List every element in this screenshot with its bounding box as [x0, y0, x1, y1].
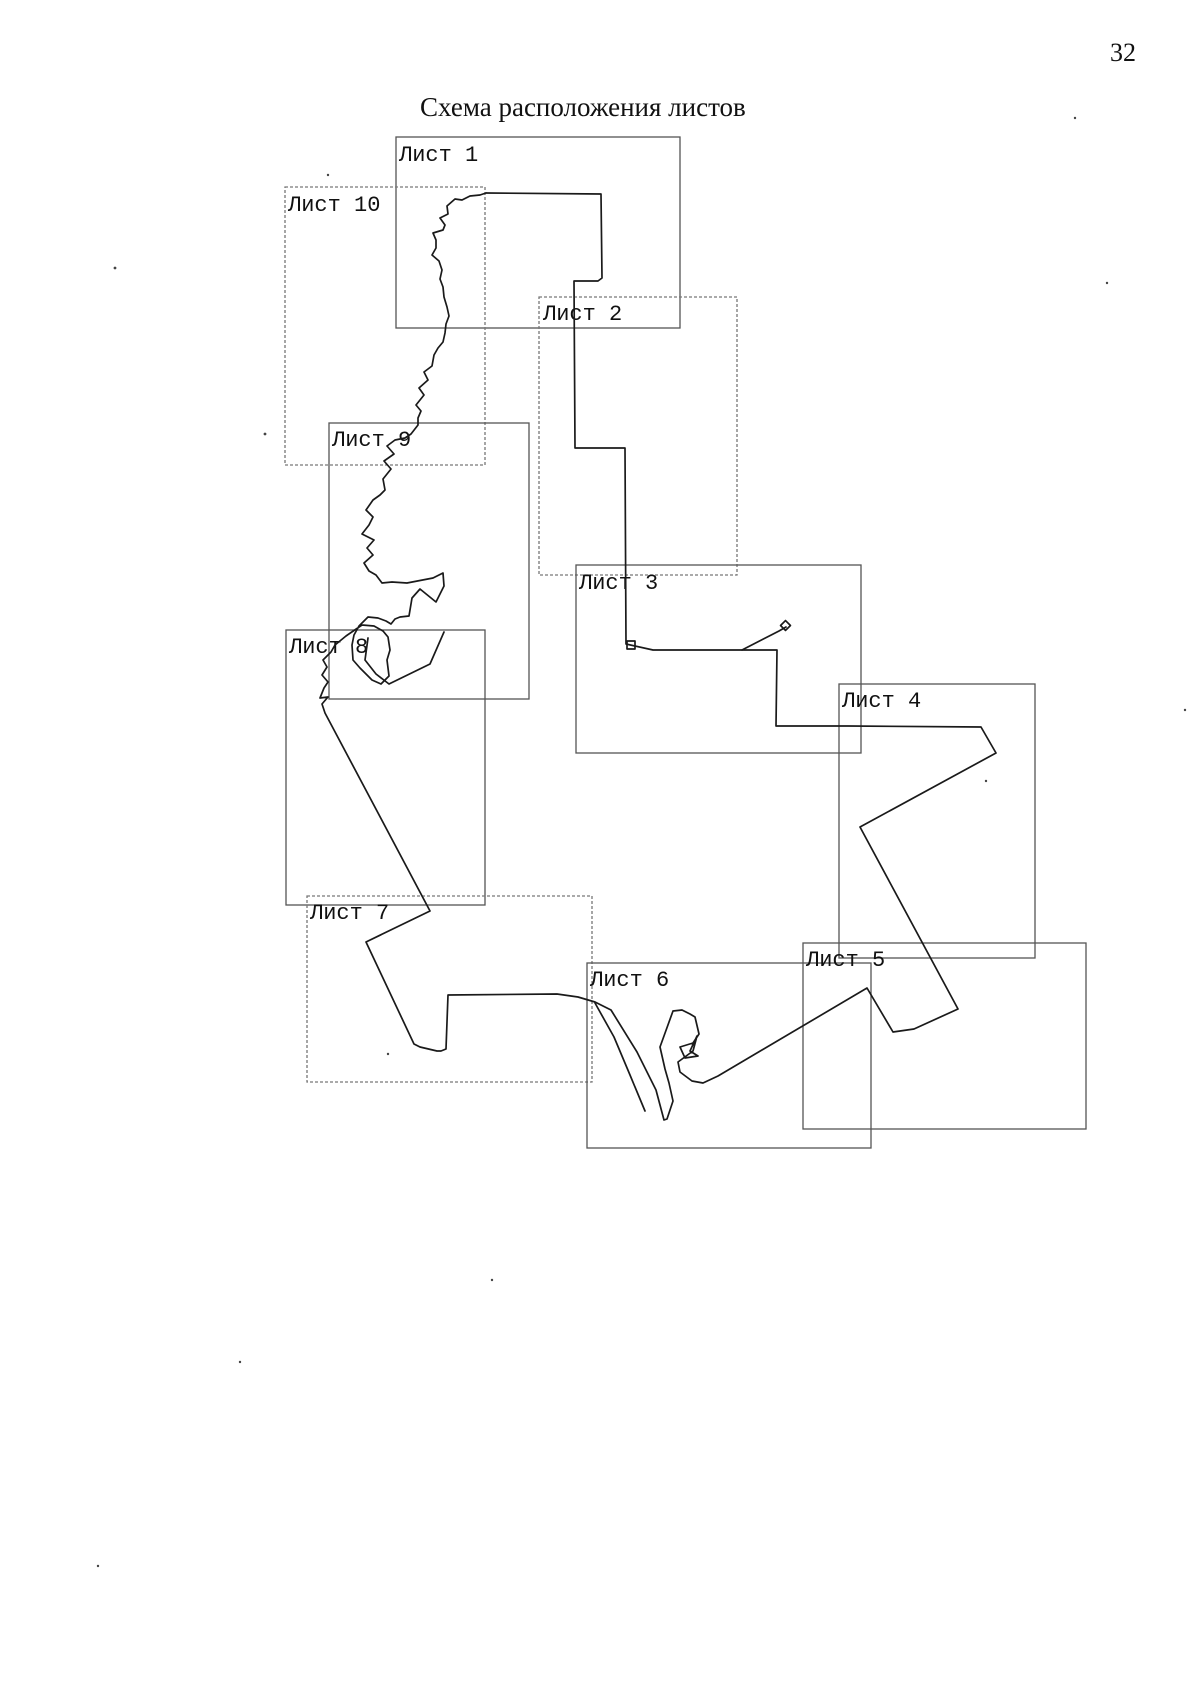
sheet-7-frame [306, 895, 593, 1083]
sheet-9-label: Лист 9 [331, 428, 411, 453]
sheet-8-label: Лист 8 [288, 635, 368, 660]
page-number: 32 [1110, 38, 1136, 67]
sheet-9-frame [328, 422, 530, 700]
spur-end-marker [779, 619, 792, 632]
sheet-6-label: Лист 6 [589, 968, 669, 993]
scan-speck [386, 1052, 390, 1056]
scan-speck [1183, 708, 1187, 712]
scheme-title: Схема расположения листов [420, 92, 746, 122]
sheet-4-label: Лист 4 [841, 689, 921, 714]
sheet-3-frame [575, 564, 862, 754]
sheet-7-label: Лист 7 [309, 901, 389, 926]
sheet-3-label: Лист 3 [578, 571, 658, 596]
boundary-lobe [364, 631, 445, 685]
scan-speck [1073, 116, 1077, 120]
sheet-1-label: Лист 1 [398, 143, 478, 168]
sheet-2-frame [538, 296, 738, 576]
scan-speck [263, 432, 267, 436]
scan-speck [984, 779, 988, 783]
scan-speck [113, 266, 117, 270]
scan-speck [1105, 281, 1109, 285]
sheet-10-frame [284, 186, 486, 466]
sheet-8-frame [285, 629, 486, 906]
sheet-6-frame [586, 962, 872, 1149]
scan-speck [96, 1564, 100, 1568]
sheet-5-frame [802, 942, 1087, 1130]
boundary-segment-south [594, 1002, 646, 1112]
sheet-5-label: Лист 5 [805, 948, 885, 973]
junction-marker [626, 640, 636, 650]
sheet-10-label: Лист 10 [287, 193, 380, 218]
sheet-1-frame [395, 136, 681, 329]
scan-speck [238, 1360, 242, 1364]
scan-speck [490, 1278, 494, 1282]
sheet-4-frame [838, 683, 1036, 959]
boundary-spur [741, 626, 787, 651]
scan-speck [326, 173, 330, 177]
territory-boundary [319, 192, 997, 1121]
sheet-2-label: Лист 2 [542, 302, 622, 327]
